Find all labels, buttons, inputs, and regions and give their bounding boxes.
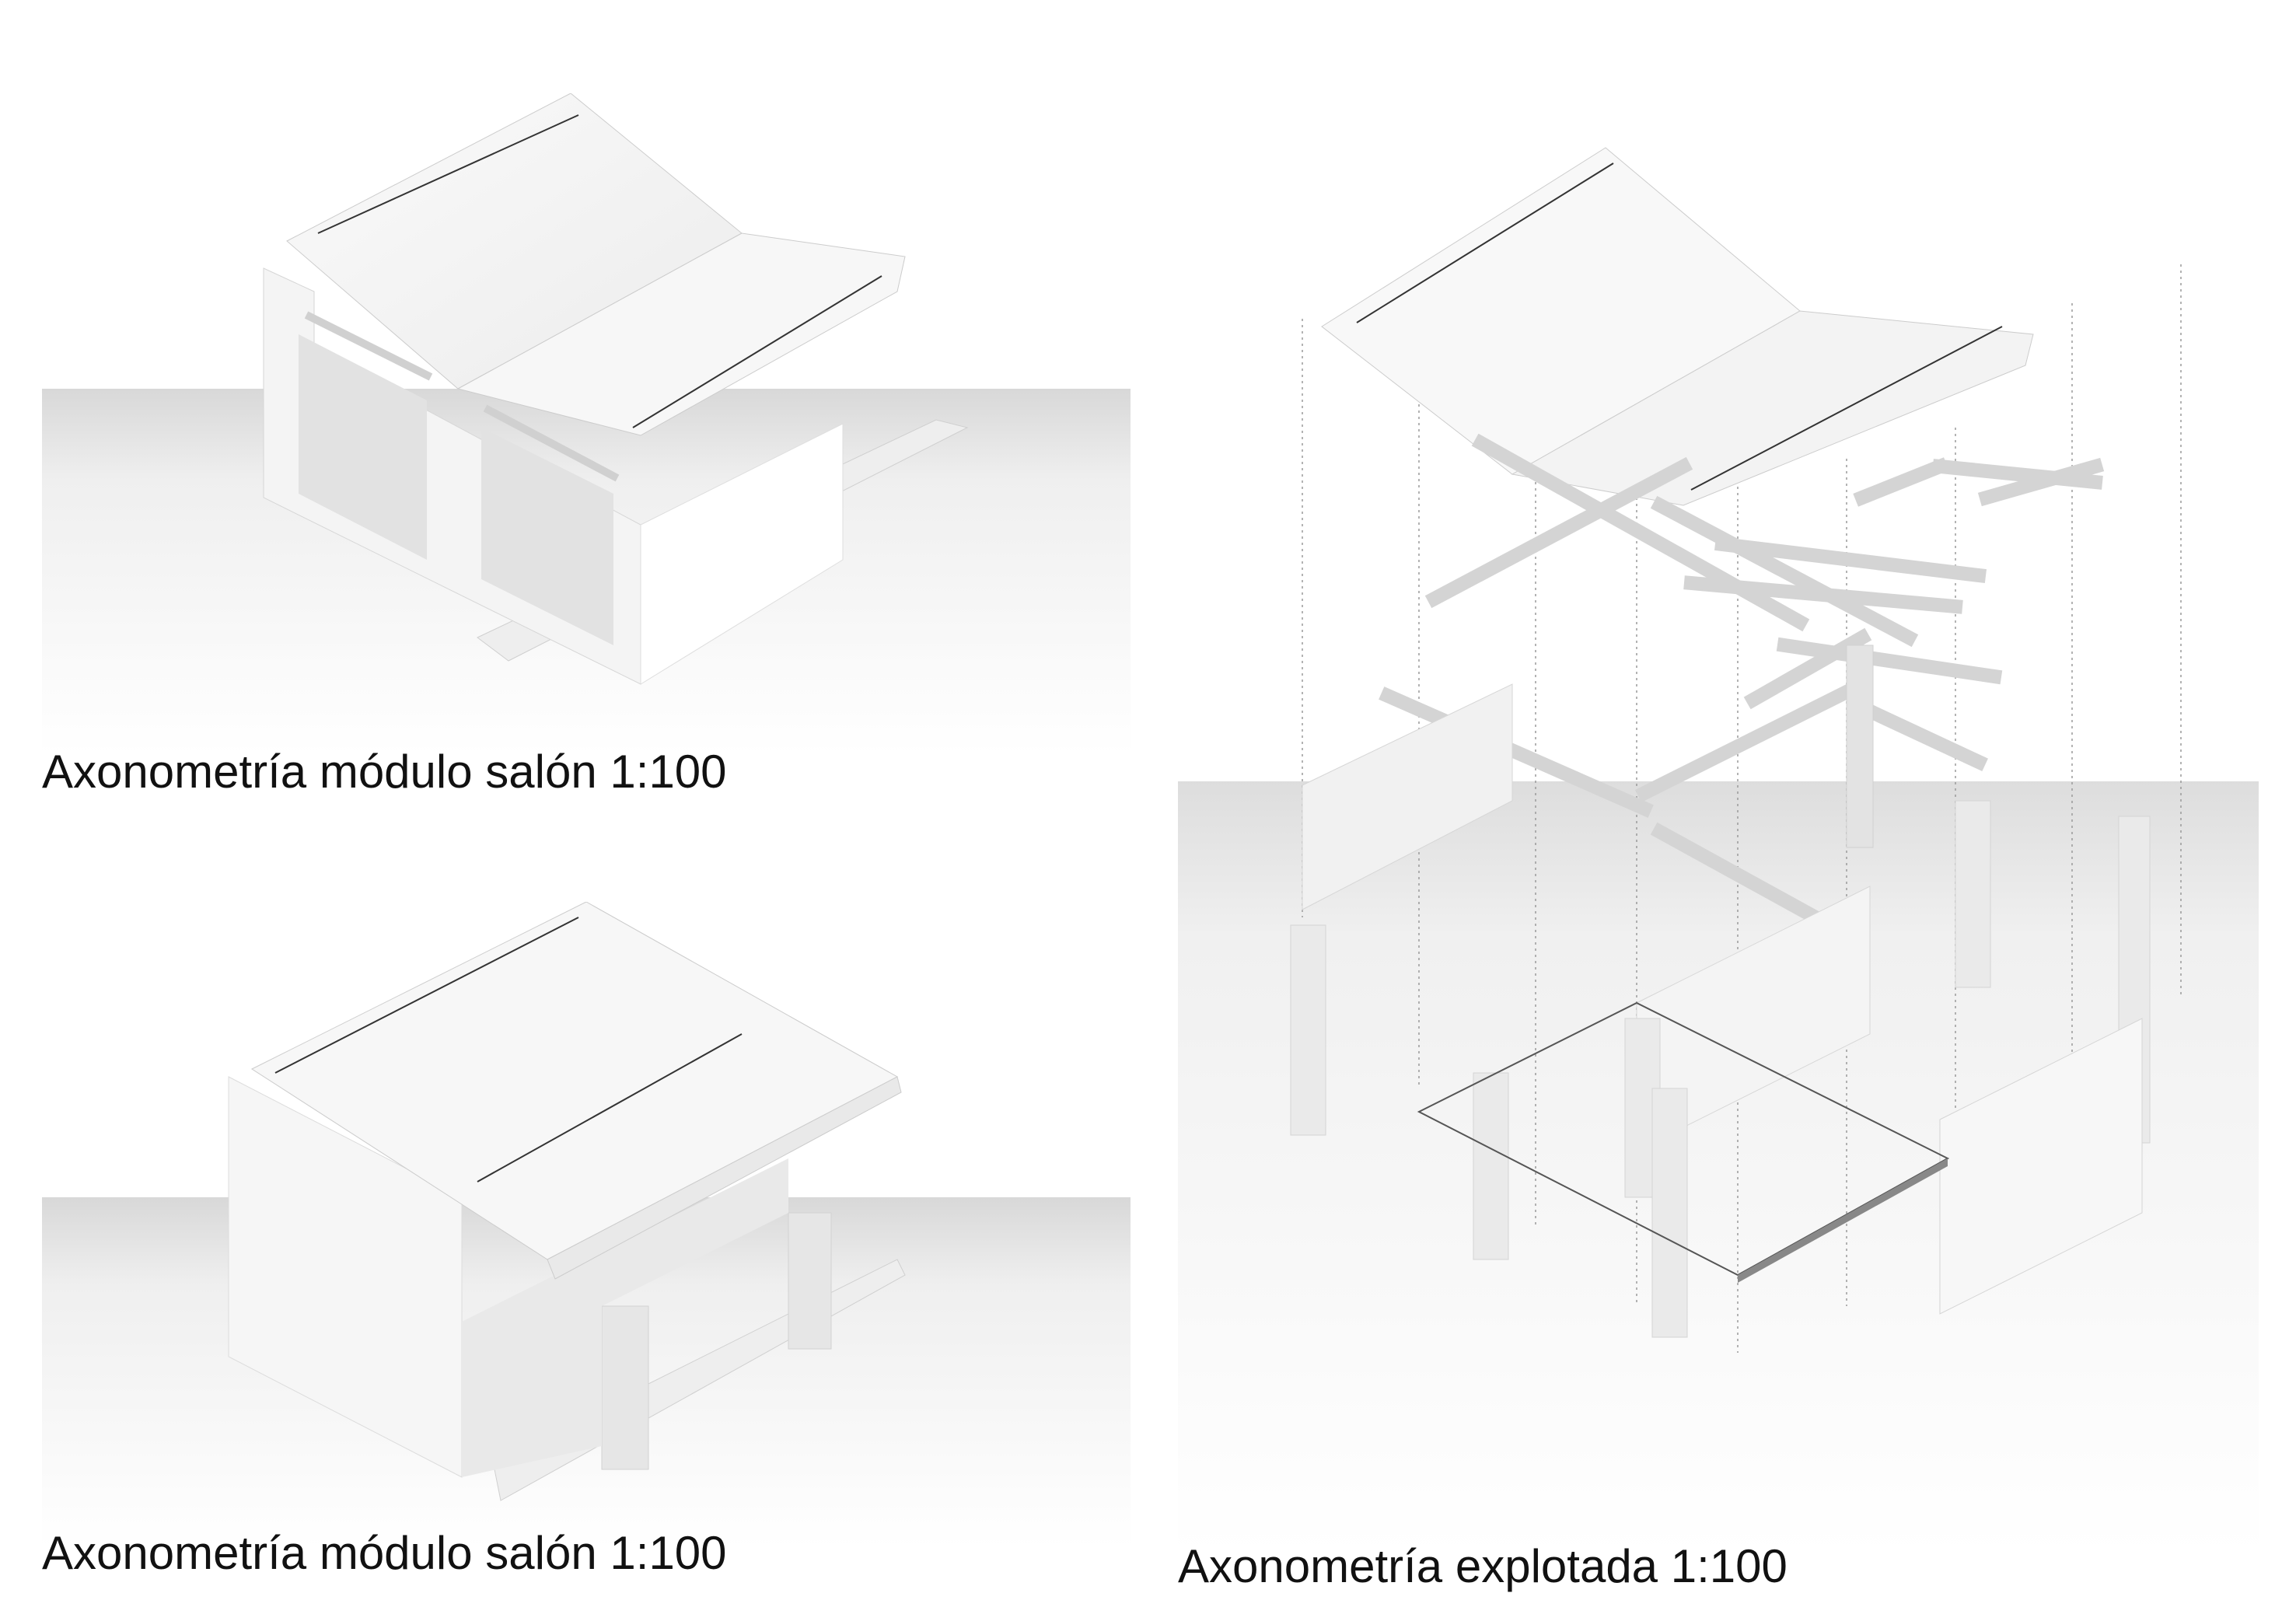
exploded-roof-right (1511, 310, 2034, 506)
column-small-a (1473, 1072, 1509, 1260)
roof-ridge-line (317, 114, 579, 234)
roof-edge-line (1690, 326, 2003, 491)
caption-right: Axonometría explotada 1:100 (1178, 1540, 1788, 1592)
truss-post (1846, 645, 1874, 848)
column-front (601, 1305, 649, 1470)
opening-right (481, 428, 613, 645)
structural-beams (1379, 433, 2105, 928)
exploded-axonometry-svg (1178, 147, 2259, 1555)
open-bay-shadow (462, 1158, 788, 1477)
axonometry-svg-top (42, 93, 1131, 754)
column-back (788, 1212, 832, 1350)
roof-right-slope (547, 1076, 902, 1280)
roof-ridge-line (274, 917, 579, 1074)
roof-right-slope (456, 232, 906, 436)
floor-slab-edge (1738, 1158, 1948, 1283)
wall-panel-left (1302, 683, 1513, 910)
side-wall (640, 423, 844, 685)
roof-edge-line (632, 275, 882, 428)
column-left-front (1290, 924, 1326, 1136)
truss-diagonal-left (304, 311, 433, 381)
axonometry-drawing-bottom (42, 902, 1131, 1547)
caption-bottom-left: Axonometría módulo salón 1:100 (42, 1527, 727, 1579)
truss-diagonal-right (483, 404, 620, 482)
column-small-b (1955, 800, 1991, 988)
axonometry-svg-bottom (42, 902, 1131, 1547)
roof-valley-line (477, 1033, 743, 1183)
caption-top-left: Axonometría módulo salón 1:100 (42, 746, 727, 798)
wall-panel-right (1939, 1018, 2143, 1315)
opening-left (299, 334, 427, 560)
axonometry-drawing-top (42, 93, 1131, 754)
roof-ridge-line (1356, 162, 1614, 323)
exploded-axonometry-drawing (1178, 140, 2259, 1555)
column-front-tall (1651, 1088, 1688, 1338)
